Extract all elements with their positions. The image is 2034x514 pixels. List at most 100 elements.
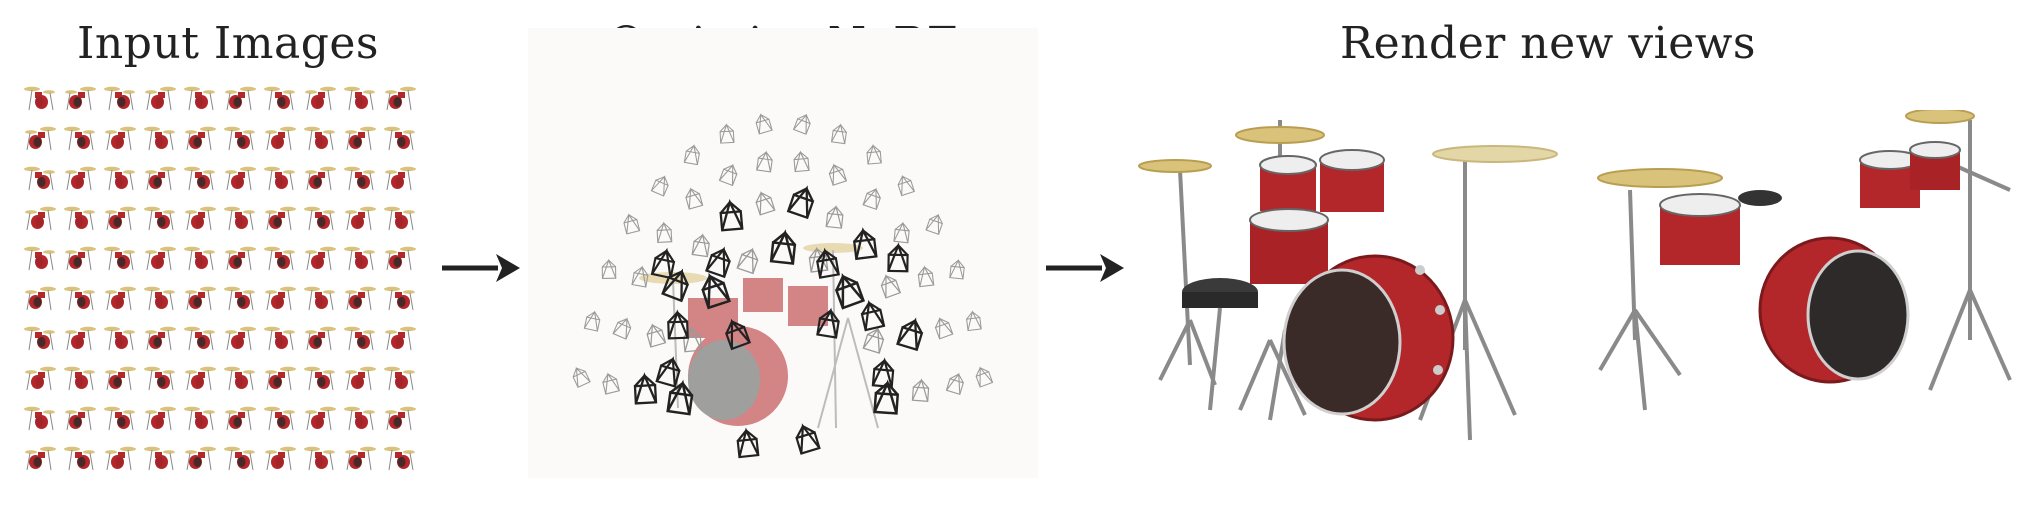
drum-kit-thumbnail [24, 166, 55, 191]
drum-kit-thumbnail [65, 166, 96, 191]
nerf-optimization-scene [528, 28, 1038, 478]
render-view-2 [1597, 110, 2012, 411]
camera-frustum-icon [866, 144, 882, 165]
camera-frustum-icon [917, 265, 935, 288]
drum-kit-thumbnail [185, 366, 216, 391]
drum-kit-thumbnail [384, 366, 415, 391]
drum-kit-thumbnail [265, 286, 296, 311]
drum-kit-thumbnail [344, 406, 375, 431]
drum-kit-thumbnail [185, 206, 216, 231]
camera-frustum-icon [601, 258, 617, 279]
camera-frustum-icon [667, 309, 689, 340]
drum-kit-thumbnail [305, 406, 336, 431]
drum-kit-thumbnail [144, 206, 175, 231]
drum-kit-thumbnail [305, 326, 336, 351]
drum-kit-thumbnail [224, 286, 255, 311]
camera-frustum-icon [736, 427, 760, 459]
camera-frustum-icon [650, 247, 676, 280]
camera-frustum-icon [795, 423, 821, 455]
camera-frustum-icon [705, 246, 731, 279]
camera-frustum-icon [655, 356, 681, 388]
camera-frustum-icon [816, 247, 840, 279]
drum-kit-thumbnail [64, 126, 95, 151]
camera-frustum-icon [860, 299, 886, 332]
drum-kit-thumbnail [385, 86, 416, 111]
drum-kit-thumbnail [24, 326, 55, 351]
drum-kit-thumbnail [65, 406, 96, 431]
camera-frustum-icon [897, 174, 916, 197]
drum-kit-thumbnail [65, 326, 96, 351]
camera-frustum-icon [825, 204, 844, 229]
camera-frustum-icon [966, 310, 982, 332]
drum-kit-thumbnail [185, 126, 216, 151]
drum-kit-thumbnail [385, 326, 416, 351]
drum-kit-thumbnail [264, 406, 295, 431]
camera-frustum-icon [666, 379, 694, 416]
drum-kit-thumbnail [144, 366, 175, 391]
drum-kit-thumbnail [344, 166, 375, 191]
drum-kit-thumbnail [104, 166, 135, 191]
drum-kit-thumbnail [304, 366, 335, 391]
drum-kit-thumbnail [225, 86, 256, 111]
drum-kit-thumbnail [305, 86, 336, 111]
camera-frustum-icon [623, 213, 641, 235]
camera-frustum-icon [828, 163, 848, 186]
camera-frustum-icon [646, 323, 667, 348]
drum-kit-thumbnail [25, 446, 56, 471]
input-images-title: Input Images [76, 18, 380, 69]
drum-kit-thumbnail [304, 206, 335, 231]
drum-kit-thumbnail [24, 406, 55, 431]
drum-kit-thumbnail [144, 126, 175, 151]
render-view-1 [1138, 120, 1558, 441]
drum-kit-thumbnail [384, 446, 415, 471]
drum-kit-thumbnail [224, 206, 255, 231]
drum-kit-thumbnail [305, 246, 336, 271]
drum-kit-thumbnail [224, 126, 255, 151]
drum-kit-thumbnail [104, 406, 135, 431]
drum-kit-thumbnail [224, 366, 255, 391]
drum-kit-thumbnail [104, 86, 135, 111]
arrow-right-icon [442, 254, 520, 282]
camera-frustum-icon [871, 357, 895, 389]
camera-frustum-icon [925, 213, 943, 235]
camera-frustum-icon [893, 221, 910, 244]
input-images-grid [24, 86, 416, 471]
drum-kit-thumbnail [265, 206, 296, 231]
drum-kit-thumbnail [265, 446, 296, 471]
drum-kit-thumbnail [345, 286, 376, 311]
drum-kit-thumbnail [385, 406, 416, 431]
drum-kit-thumbnail [64, 206, 95, 231]
drum-kit-thumbnail [104, 246, 135, 271]
drum-kit-thumbnail [145, 246, 176, 271]
drum-kit-thumbnail [105, 126, 136, 151]
drum-kit-thumbnail [385, 166, 416, 191]
drum-kit-thumbnail [105, 206, 136, 231]
drum-kit-thumbnail [304, 286, 335, 311]
camera-frustum-icon [719, 123, 735, 144]
camera-frustum-icon [896, 317, 924, 352]
camera-frustum-icon [724, 318, 752, 351]
drum-kit-thumbnail [24, 86, 55, 111]
drum-kit-thumbnail [185, 446, 216, 471]
camera-frustum-icon [862, 327, 885, 354]
camera-frustum-icon [719, 198, 744, 232]
camera-frustum-icon [880, 274, 902, 299]
drum-kit-thumbnail [105, 366, 136, 391]
camera-frustum-icon [755, 113, 773, 135]
camera-frustum-icon [887, 242, 909, 273]
camera-frustum-icon [949, 258, 965, 280]
drum-kit-thumbnail [24, 246, 55, 271]
camera-frustum-icon [683, 144, 700, 166]
camera-frustum-icon [816, 307, 840, 339]
camera-frustum-icon [612, 317, 632, 340]
drum-kit-thumbnail [64, 366, 95, 391]
drum-kit-thumbnail [105, 286, 136, 311]
camera-frustum-icon [572, 366, 591, 389]
camera-frustum-icon [718, 163, 738, 187]
drum-kit-thumbnail [25, 206, 56, 231]
drum-kit-thumbnail [145, 406, 176, 431]
camera-frustum-icon [633, 372, 658, 405]
camera-frustum-icon [583, 310, 601, 332]
drum-kit-thumbnail [345, 126, 376, 151]
camera-frustum-icon [685, 187, 704, 210]
